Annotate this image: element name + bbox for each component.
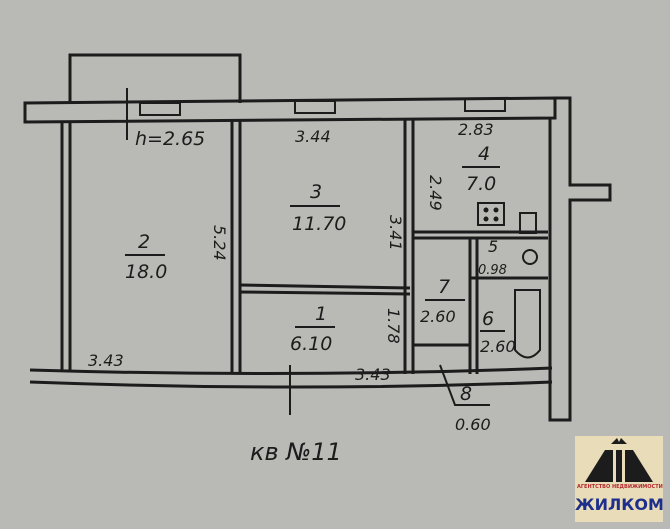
agency-logo: АГЕНТСТВО НЕДВИЖИМОСТИ ЖИЛКОМ: [575, 436, 664, 522]
room-7-number: 7: [438, 276, 450, 298]
room-2-area: 18.0: [125, 261, 167, 283]
room-8-number: 8: [460, 383, 472, 405]
ceiling-height: h=2.65: [135, 128, 205, 150]
dim-room3-width: 3.44: [295, 127, 331, 146]
window: [294, 100, 336, 114]
dim-room2-depth: 5.24: [210, 225, 229, 261]
room-5-number: 5: [488, 237, 498, 256]
room-6-number: 6: [482, 308, 494, 330]
sink-icon: [519, 212, 537, 234]
walls: [23, 53, 612, 422]
labels: h=2.65 3.44 2.83 2.49 3.41 5.24 3.43 3.4…: [88, 88, 516, 466]
room-7-area: 2.60: [420, 307, 456, 326]
toilet-icon: [522, 249, 538, 265]
window: [464, 98, 506, 112]
logo-agency-text: АГЕНТСТВО НЕДВИЖИМОСТИ: [577, 484, 663, 490]
room-6-area: 2.60: [480, 337, 516, 356]
fixtures: [477, 202, 541, 359]
room-3-number: 3: [310, 181, 322, 203]
dim-room2-width: 3.43: [88, 351, 124, 370]
room-4-number: 4: [478, 143, 490, 165]
bathtub-icon: [514, 289, 541, 359]
dim-room4-width: 2.83: [458, 120, 494, 139]
room-4-area: 7.0: [466, 173, 496, 195]
dim-room3-depth: 3.41: [386, 215, 405, 251]
logo-building-icon: [585, 438, 653, 482]
room-5-area: 0.98: [478, 263, 507, 278]
room-2-number: 2: [138, 231, 150, 253]
dim-room1-depth: 1.78: [384, 308, 403, 344]
dim-room4-depth: 2.49: [426, 175, 445, 211]
room-1-area: 6.10: [290, 333, 332, 355]
room-3-area: 11.70: [292, 213, 346, 235]
room-1-number: 1: [315, 303, 327, 325]
apartment-label: кв №11: [250, 438, 342, 466]
dim-room1-width: 3.43: [355, 365, 391, 384]
stove-icon: [477, 202, 505, 226]
logo-brand: ЖИЛКОМ: [575, 495, 664, 514]
window: [139, 102, 181, 116]
room-8-area: 0.60: [455, 415, 491, 434]
